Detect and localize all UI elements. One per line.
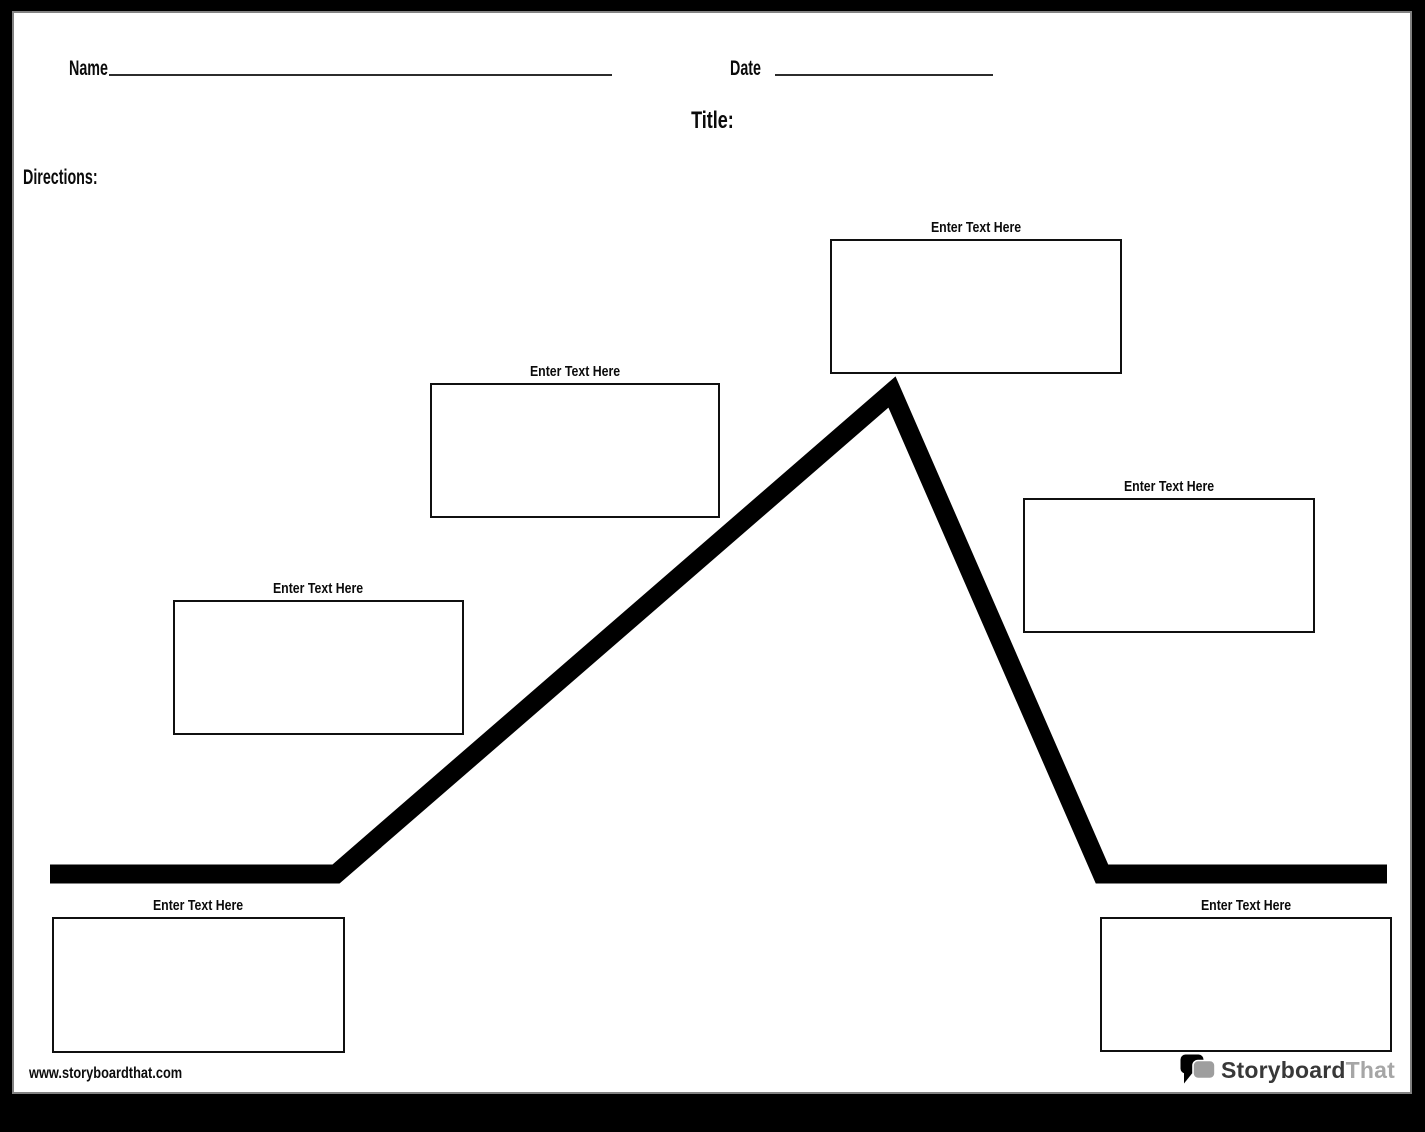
plot-box-falling-action[interactable]: Enter Text Here	[1023, 480, 1315, 633]
website-url: www.storyboardthat.com	[29, 1065, 183, 1082]
plot-box-falling-action-label: Enter Text Here	[1123, 479, 1215, 495]
plot-box-exposition[interactable]: Enter Text Here	[52, 899, 345, 1053]
plot-box-exposition-label: Enter Text Here	[153, 898, 244, 914]
logo-text-primary: Storyboard	[1220, 1056, 1346, 1083]
plot-box-resolution[interactable]: Enter Text Here	[1100, 899, 1392, 1052]
plot-box-climax[interactable]: Enter Text Here	[830, 221, 1122, 374]
speech-bubbles-icon	[1180, 1054, 1216, 1084]
name-blank-line	[109, 74, 612, 76]
date-blank-line	[775, 74, 993, 76]
title-label: Title:	[690, 107, 734, 134]
directions-label: Directions:	[23, 166, 98, 189]
plot-box-rising-action-1[interactable]: Enter Text Here	[173, 582, 464, 735]
storyboardthat-logo: StoryboardThat	[1180, 1054, 1395, 1086]
date-label: Date	[730, 57, 761, 80]
name-label: Name	[69, 57, 108, 80]
logo-text-secondary: That	[1345, 1056, 1395, 1083]
plot-box-resolution-label: Enter Text Here	[1200, 898, 1292, 914]
plot-box-climax-label: Enter Text Here	[930, 220, 1022, 236]
worksheet-page: Name Date Title: Directions: Enter Text …	[12, 11, 1412, 1094]
plot-box-rising-action-2-label: Enter Text Here	[529, 364, 621, 380]
logo-text: StoryboardThat	[1220, 1056, 1395, 1083]
plot-box-rising-action-1-label: Enter Text Here	[273, 581, 364, 597]
plot-box-rising-action-2[interactable]: Enter Text Here	[430, 365, 720, 518]
